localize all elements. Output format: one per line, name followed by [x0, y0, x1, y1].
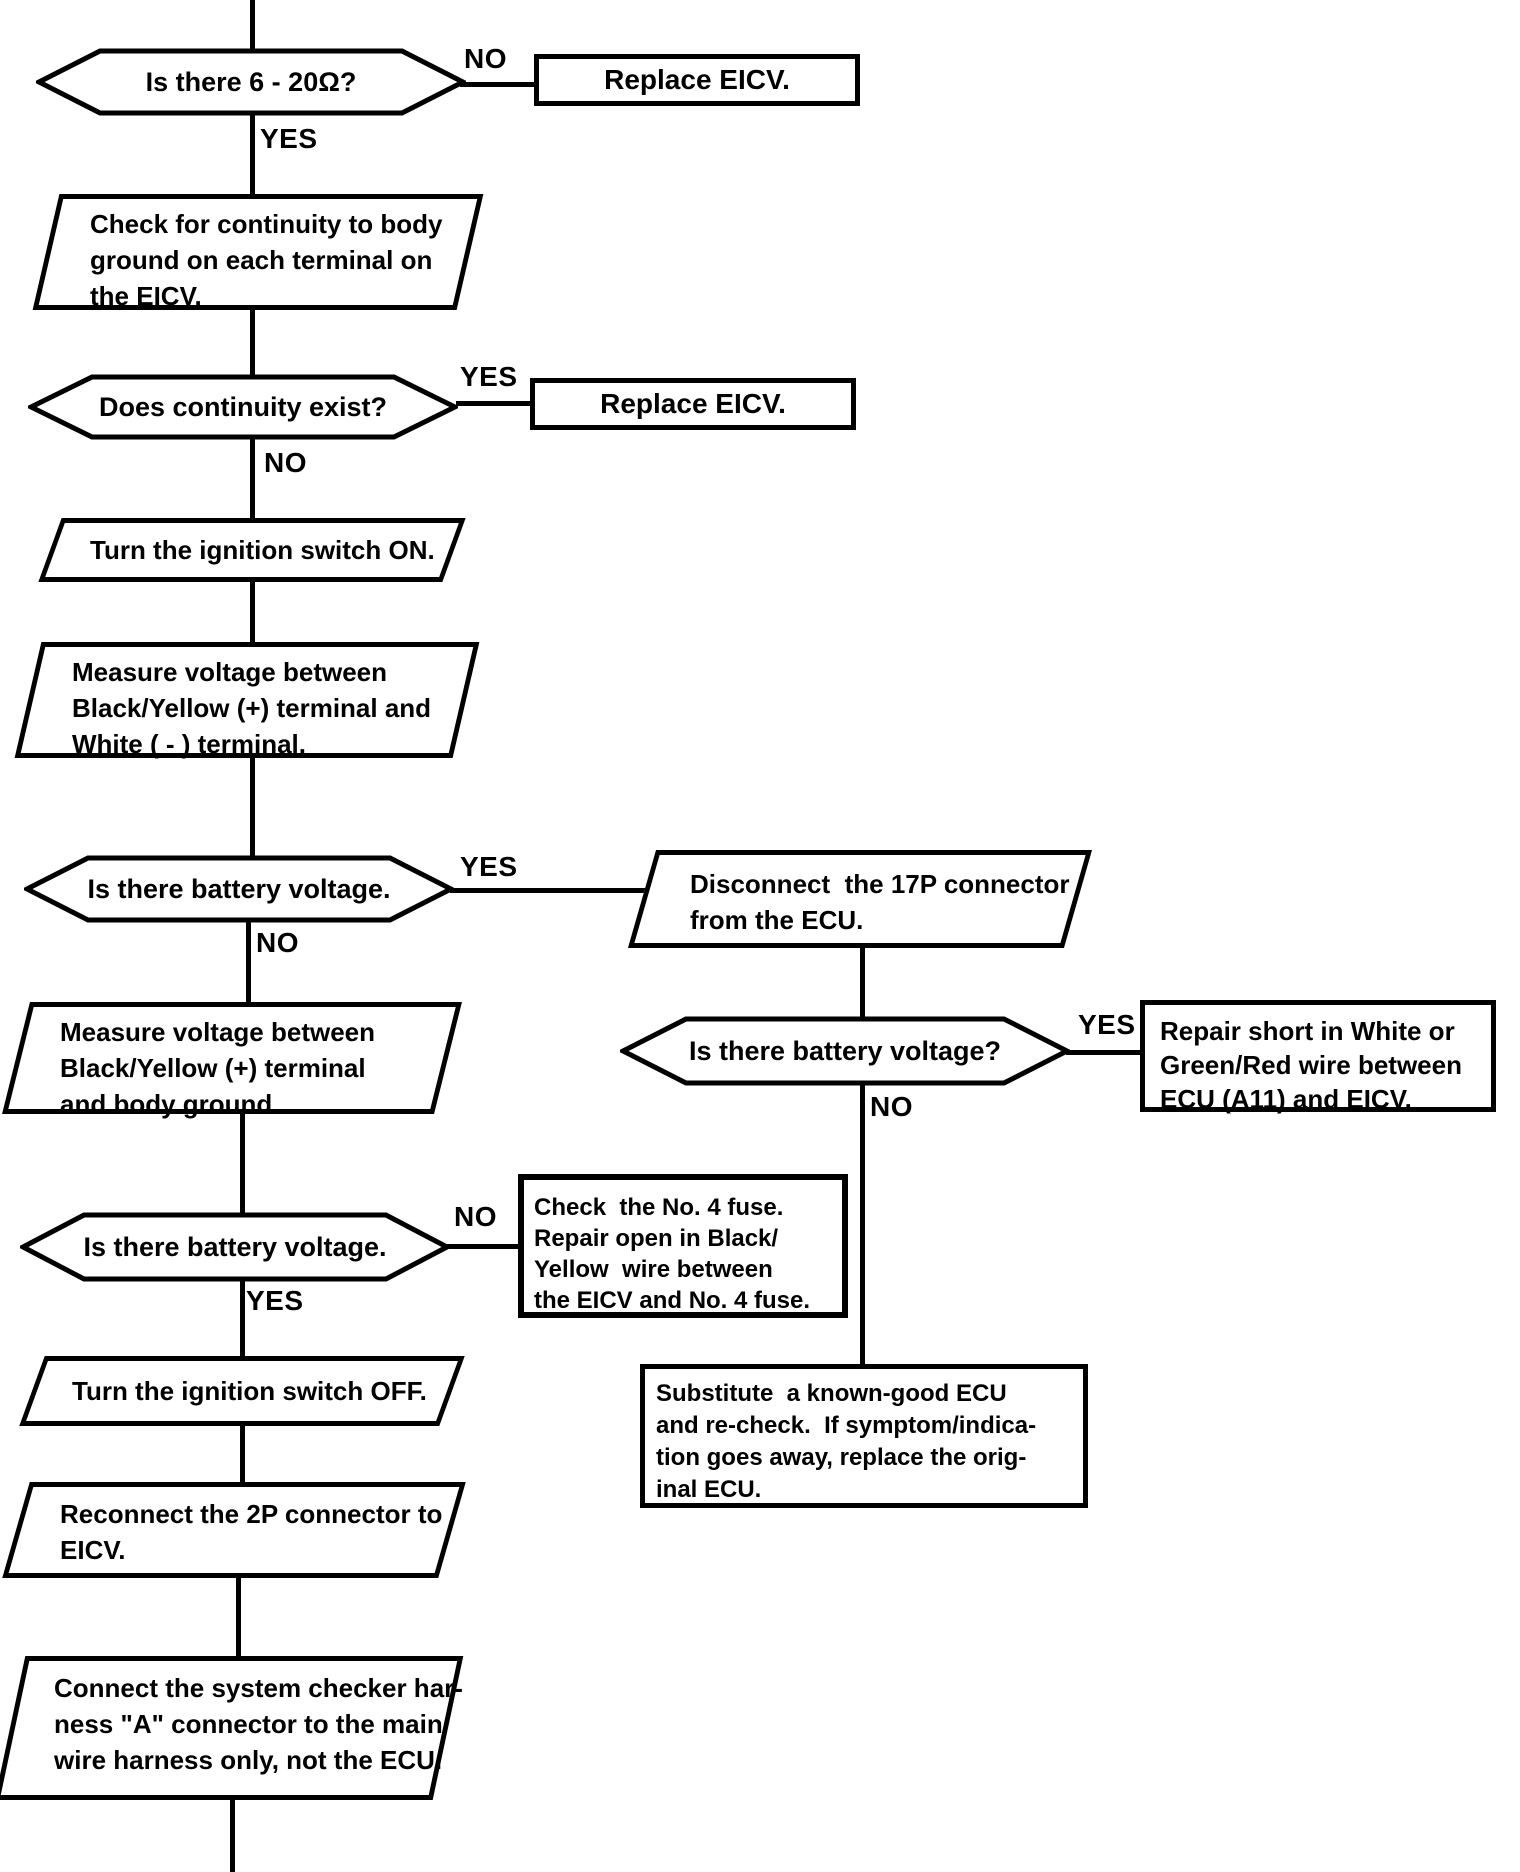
connector-yes-to-replace2 [456, 401, 534, 406]
decision-battery-voltage-2: Is there battery voltage? [620, 1016, 1070, 1086]
connector-hex5-para6 [240, 1280, 245, 1360]
edge-label-yes-3: YES [460, 851, 518, 882]
step-measure-voltage-terminals: Measure voltage between Black/Yellow (+)… [14, 642, 480, 759]
connector-yes-to-repairshort [1066, 1050, 1142, 1055]
step-reconnect-2p: Reconnect the 2P connector to EICV. [2, 1482, 466, 1578]
step-text: from the ECU. [690, 905, 864, 935]
decision-battery-voltage-3: Is there battery voltage. [20, 1212, 450, 1282]
hexagon-shape [36, 48, 466, 116]
action-repair-short: Repair short in White or Green/Red wire … [1140, 1000, 1496, 1114]
connector-no-to-checkfuse [446, 1244, 520, 1249]
rectangle-shape [1140, 1000, 1496, 1112]
step-text: Connect the system checker har- [54, 1673, 463, 1703]
step-disconnect-17p: Disconnect the 17P connector from the EC… [627, 850, 1093, 948]
connector-para4-hex4 [860, 944, 865, 1020]
action-text: the EICV and No. 4 fuse. [534, 1287, 811, 1314]
edge-label-yes-4: YES [1078, 1009, 1136, 1040]
connector-bottom-exit [230, 1798, 235, 1872]
step-text: ground on each terminal on [90, 245, 433, 275]
connector-no-to-replace1 [460, 82, 536, 87]
step-text: Measure voltage between [72, 657, 387, 687]
action-text: and re-check. If symptom/indica- [656, 1412, 1037, 1439]
decision-text: Is there battery voltage. [83, 1232, 387, 1262]
action-text: inal ECU. [656, 1476, 762, 1503]
decision-text: Is there 6 - 20Ω? [145, 67, 357, 97]
connector-top-entry [250, 0, 255, 50]
step-text: the EICV. [90, 281, 202, 311]
action-text: Replace EICV. [600, 388, 786, 419]
action-text: Substitute a known-good ECU [656, 1380, 1007, 1407]
step-text: Turn the ignition switch ON. [90, 535, 435, 565]
action-replace-eicv-2: Replace EICV. [530, 378, 856, 430]
step-text: EICV. [60, 1535, 126, 1565]
connector-para2-para3 [250, 578, 255, 648]
action-check-fuse: Check the No. 4 fuse. Repair open in Bla… [518, 1174, 848, 1318]
step-text: ness "A" connector to the main [54, 1709, 443, 1739]
rectangle-shape [640, 1364, 1088, 1508]
connector-para1-hex2 [250, 306, 255, 378]
decision-text: Is there battery voltage. [87, 874, 391, 904]
action-text: Yellow wire between [534, 1256, 773, 1283]
action-text: Replace EICV. [604, 64, 790, 95]
hexagon-shape [28, 374, 458, 440]
step-text: Black/Yellow (+) terminal [60, 1053, 366, 1083]
step-measure-voltage-ground: Measure voltage between Black/Yellow (+)… [2, 1002, 462, 1119]
action-text: Green/Red wire between [1160, 1050, 1462, 1080]
step-ignition-on: Turn the ignition switch ON. [38, 518, 466, 582]
edge-label-no-4: NO [870, 1091, 913, 1122]
connector-para7-para8 [236, 1572, 241, 1660]
connector-hex3-para5 [246, 920, 251, 1006]
step-text: and body ground. [60, 1089, 280, 1119]
connector-hex1-para1 [250, 112, 255, 196]
edge-label-yes-1: YES [260, 123, 318, 154]
action-replace-eicv-1: Replace EICV. [534, 54, 860, 106]
step-text: Measure voltage between [60, 1017, 375, 1047]
decision-text: Is there battery voltage? [688, 1036, 1002, 1066]
decision-battery-voltage-1: Is there battery voltage. [24, 855, 454, 923]
step-check-continuity: Check for continuity to body ground on e… [32, 194, 484, 311]
edge-label-yes-5: YES [246, 1285, 304, 1316]
edge-label-no-1: NO [464, 43, 507, 74]
decision-resistance-6-20-ohm: Is there 6 - 20Ω? [36, 48, 466, 116]
connector-para6-para7 [240, 1422, 245, 1484]
edge-label-no-3: NO [256, 927, 299, 958]
hexagon-shape [20, 1212, 450, 1282]
hexagon-shape [24, 855, 454, 923]
decision-text: Does continuity exist? [98, 392, 388, 422]
edge-label-yes-2: YES [460, 361, 518, 392]
step-ignition-off: Turn the ignition switch OFF. [19, 1356, 465, 1426]
action-text: tion goes away, replace the orig- [656, 1444, 1027, 1471]
action-text: Repair short in White or [1160, 1016, 1455, 1046]
step-text: wire harness only, not the ECU. [54, 1745, 443, 1775]
connector-para3-hex3 [250, 756, 255, 858]
decision-continuity-exists: Does continuity exist? [28, 374, 458, 440]
connector-hex4-substitute [860, 1082, 865, 1368]
step-text: Turn the ignition switch OFF. [72, 1376, 427, 1406]
connector-para5-hex5 [240, 1110, 245, 1216]
action-text: ECU (A11) and EICV. [1160, 1084, 1412, 1114]
connector-hex2-para2 [250, 436, 255, 522]
action-text: Check the No. 4 fuse. [534, 1194, 784, 1221]
rectangle-shape [534, 54, 860, 106]
action-substitute-ecu: Substitute a known-good ECU and re-check… [640, 1364, 1088, 1508]
action-text: Repair open in Black/ [534, 1225, 779, 1252]
step-text: Reconnect the 2P connector to [60, 1499, 443, 1529]
step-text: Black/Yellow (+) terminal and [72, 693, 432, 723]
rectangle-shape [518, 1174, 848, 1318]
hexagon-shape [620, 1016, 1070, 1086]
step-connect-system-checker: Connect the system checker har- ness "A"… [0, 1656, 464, 1800]
edge-label-no-2: NO [264, 447, 307, 478]
step-text: White ( - ) terminal. [72, 729, 306, 759]
step-text: Disconnect the 17P connector [690, 869, 1070, 899]
connector-yes-to-disconnect17p [450, 888, 666, 893]
edge-label-no-5: NO [454, 1201, 497, 1232]
rectangle-shape [530, 378, 856, 430]
step-text: Check for continuity to body [90, 209, 443, 239]
